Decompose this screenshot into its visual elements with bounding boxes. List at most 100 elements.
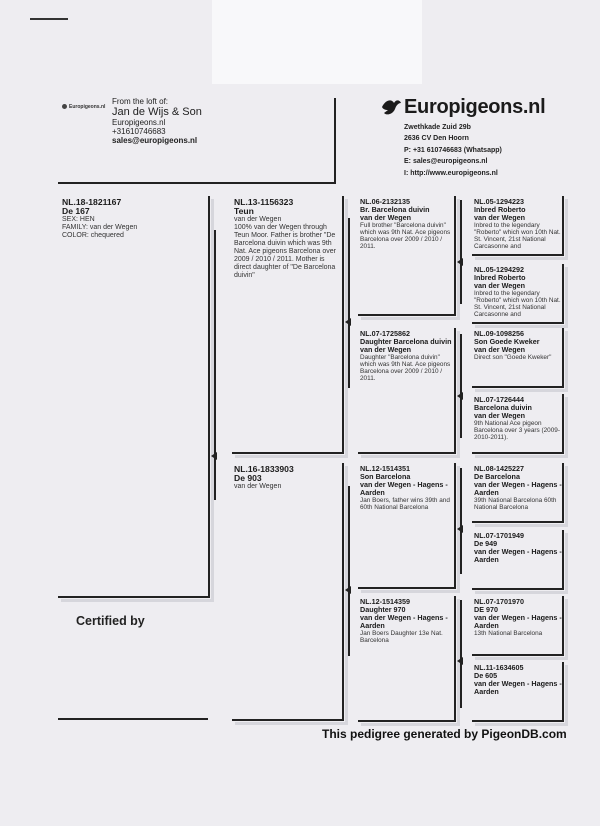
loft-name: Jan de Wijs & Son bbox=[112, 106, 202, 118]
sire-name: Teun bbox=[234, 206, 254, 216]
granddam-sire-box: NL.07-1725862 Daughter Barcelona duivin … bbox=[358, 328, 460, 458]
certified-signature-line bbox=[58, 718, 208, 720]
ss-notes: Full brother "Barcelona duivin" which wa… bbox=[360, 222, 451, 250]
ds-breeder: van der Wegen - Hagens - Aarden bbox=[360, 480, 448, 497]
subject-ring: NL.18-1821167 bbox=[62, 197, 122, 207]
dsd-ring: NL.07-1701949 bbox=[474, 531, 524, 540]
arrow-dd-icon bbox=[457, 657, 463, 665]
sds-notes: Direct son "Goede Kweker" bbox=[474, 354, 552, 361]
connector-sd bbox=[460, 334, 462, 438]
dss-breeder: van der Wegen - Hagens - Aarden bbox=[474, 480, 562, 497]
sdd-ring: NL.07-1726444 bbox=[474, 395, 524, 404]
ssd-breeder: van der Wegen bbox=[474, 281, 525, 290]
grandsire-dam-box: NL.12-1514351 Son Barcelona van der Wege… bbox=[358, 463, 460, 593]
sire-box: NL.13-1156323 Teun van der Wegen 100% va… bbox=[232, 196, 348, 458]
subject-sex: SEX: HEN bbox=[62, 216, 95, 223]
connector-gen1 bbox=[214, 230, 216, 500]
top-left-dash bbox=[30, 18, 68, 20]
dam-name: De 903 bbox=[234, 473, 262, 483]
dam-breeder: van der Wegen bbox=[234, 483, 282, 490]
sdd-name: Barcelona duivin bbox=[474, 403, 532, 412]
dds-notes: 13th National Barcelona bbox=[474, 630, 543, 637]
ggp-sds-box: NL.09-1098256 Son Goede Kweker van der W… bbox=[472, 328, 568, 392]
loft-email: sales@europigeons.nl bbox=[112, 136, 198, 145]
ds-name: Son Barcelona bbox=[360, 472, 411, 481]
connector-dam bbox=[348, 486, 350, 656]
dd-name: Daughter 970 bbox=[360, 605, 406, 614]
address-block: Zwethkade Zuid 29b 2636 CV Den Hoorn P: … bbox=[404, 122, 502, 179]
loft-info: From the loft of: Jan de Wijs & Son Euro… bbox=[112, 97, 202, 145]
subject-family: FAMILY: van der Wegen bbox=[62, 224, 138, 231]
header-box bbox=[58, 98, 336, 184]
sss-breeder: van der Wegen bbox=[474, 213, 525, 222]
ss-name: Br. Barcelona duivin bbox=[360, 205, 430, 214]
connector-dd bbox=[460, 600, 462, 708]
dsd-name: De 949 bbox=[474, 539, 498, 548]
sds-breeder: van der Wegen bbox=[474, 345, 525, 354]
footer-generated-by: This pedigree generated by PigeonDB.com bbox=[322, 727, 567, 741]
ddd-ring: NL.11-1634605 bbox=[474, 663, 524, 672]
ggp-dds-box: NL.07-1701970 DE 970 van der Wegen - Hag… bbox=[472, 596, 568, 660]
dss-ring: NL.08-1425227 bbox=[474, 464, 524, 473]
sdd-notes: 9th National Ace pigeon Barcelona over 3… bbox=[474, 420, 560, 441]
email: E: sales@europigeons.nl bbox=[404, 158, 488, 166]
arrow-sd-icon bbox=[457, 392, 463, 400]
subject-box: NL.18-1821167 De 167 SEX: HEN FAMILY: va… bbox=[58, 196, 214, 602]
ds-notes: Jan Boers, father wins 39th and 60th Nat… bbox=[360, 497, 450, 511]
ssd-name: Inbred Roberto bbox=[474, 273, 526, 282]
bleed-through-text bbox=[242, 500, 322, 507]
ggp-ddd-box: NL.11-1634605 De 605 van der Wegen - Hag… bbox=[472, 662, 568, 726]
loft-site: Europigeons.nl bbox=[112, 118, 166, 127]
ddd-breeder: van der Wegen - Hagens - Aarden bbox=[474, 679, 562, 696]
brand-logo: Europigeons.nl bbox=[380, 96, 546, 119]
ggp-sdd-box: NL.07-1726444 Barcelona duivin van der W… bbox=[472, 394, 568, 458]
subject-color: COLOR: chequered bbox=[62, 232, 124, 239]
loft-label: From the loft of: bbox=[112, 97, 169, 106]
certified-label: Certified by bbox=[76, 614, 145, 628]
dd-ring: NL.12-1514359 bbox=[360, 597, 410, 606]
arrow-ss-icon bbox=[457, 258, 463, 266]
dsd-breeder: van der Wegen - Hagens - Aarden bbox=[474, 547, 562, 564]
ssd-notes: Inbred to the legendary "Roberto" which … bbox=[474, 290, 561, 318]
sd-name: Daughter Barcelona duivin bbox=[360, 337, 452, 346]
sds-ring: NL.09-1098256 bbox=[474, 329, 524, 338]
dds-name: DE 970 bbox=[474, 605, 498, 614]
dss-name: De Barcelona bbox=[474, 472, 520, 481]
ds-ring: NL.12-1514351 bbox=[360, 464, 410, 473]
arrow-gen1-icon bbox=[211, 452, 217, 460]
ss-ring: NL.06-2132135 bbox=[360, 197, 410, 206]
sd-breeder: van der Wegen bbox=[360, 345, 411, 354]
dd-breeder: van der Wegen - Hagens - Aarden bbox=[360, 613, 448, 630]
sd-notes: Daughter "Barcelona duivin" which was 9t… bbox=[360, 354, 451, 382]
ddd-name: De 605 bbox=[474, 671, 498, 680]
sdd-breeder: van der Wegen bbox=[474, 411, 525, 420]
ggp-sss-box: NL.05-1294223 Inbred Roberto van der Weg… bbox=[472, 196, 568, 260]
address-street: Zwethkade Zuid 29b bbox=[404, 124, 471, 131]
arrow-ds-icon bbox=[457, 525, 463, 533]
arrow-sire-icon bbox=[345, 318, 351, 326]
ss-breeder: van der Wegen bbox=[360, 213, 411, 222]
ggp-dss-box: NL.08-1425227 De Barcelona van der Wegen… bbox=[472, 463, 568, 527]
address-city: 2636 CV Den Hoorn bbox=[404, 135, 469, 143]
sire-ring: NL.13-1156323 bbox=[234, 197, 294, 207]
ssd-ring: NL.05-1294292 bbox=[474, 265, 524, 274]
connector-ds bbox=[460, 468, 462, 574]
sire-notes: 100% van der Wegen through Teun Moor. Fa… bbox=[234, 224, 336, 279]
dam-ring: NL.16-1833903 bbox=[234, 464, 294, 474]
dss-notes: 39th National Barcelona 60th National Ba… bbox=[474, 497, 557, 511]
sss-ring: NL.05-1294223 bbox=[474, 197, 524, 206]
redacted-area bbox=[212, 0, 422, 84]
phone: P: +31 610746683 (Whatsapp) bbox=[404, 146, 502, 154]
dds-ring: NL.07-1701970 bbox=[474, 597, 524, 606]
grandsire-sire-box: NL.06-2132135 Br. Barcelona duivin van d… bbox=[358, 196, 460, 320]
ggp-ssd-box: NL.05-1294292 Inbred Roberto van der Weg… bbox=[472, 264, 568, 328]
sss-notes: Inbred to the legendary "Roberto" which … bbox=[474, 222, 561, 250]
dd-notes: Jan Boers Daughter 13e Nat. Barcelona bbox=[360, 630, 443, 644]
pigeon-logo-icon bbox=[382, 100, 401, 115]
sd-ring: NL.07-1725862 bbox=[360, 329, 410, 338]
logo-dot-icon bbox=[62, 104, 67, 110]
dds-breeder: van der Wegen - Hagens - Aarden bbox=[474, 613, 562, 630]
subject-name: De 167 bbox=[62, 206, 90, 216]
website: I: http://www.europigeons.nl bbox=[404, 169, 498, 177]
connector-sire bbox=[348, 218, 350, 388]
